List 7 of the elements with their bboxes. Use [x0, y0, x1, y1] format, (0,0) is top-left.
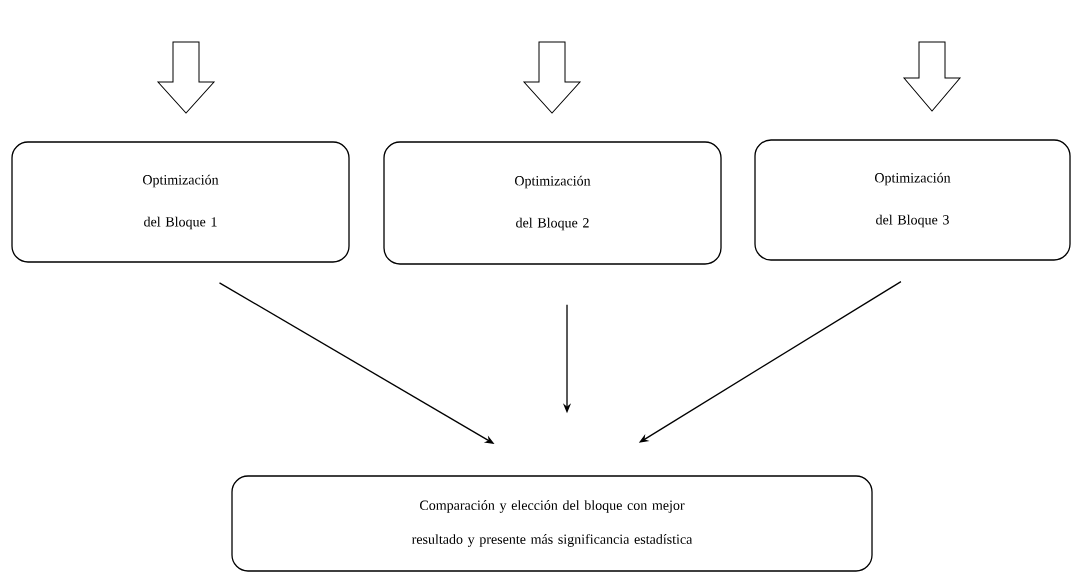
block-arrow	[903, 41, 961, 112]
process-box: Optimización del Bloque 1	[11, 141, 350, 263]
process-box: Optimización del Bloque 2	[383, 141, 722, 265]
process-box: Optimización del Bloque 3	[754, 139, 1071, 261]
process-box: Comparación y elección del bloque con mejor resultado y presente más significancia estadística	[231, 475, 873, 572]
block-arrow	[523, 41, 581, 114]
block-arrow	[157, 41, 215, 114]
